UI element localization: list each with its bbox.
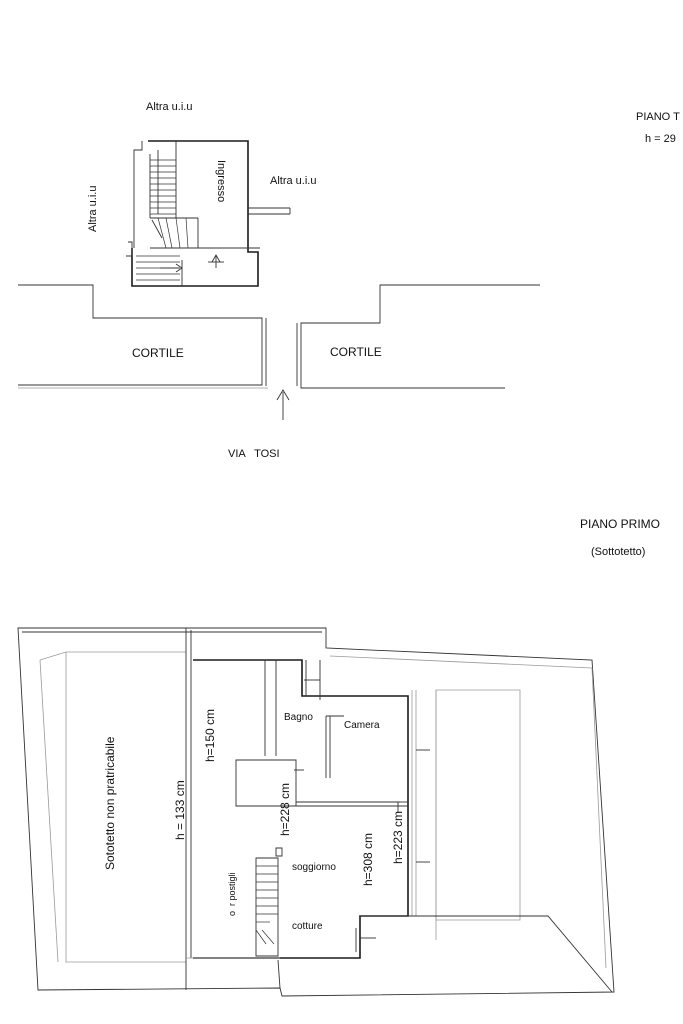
- label-ingresso: Ingresso: [215, 160, 227, 202]
- first-floor-stairs: [255, 847, 283, 957]
- ground-floor-stairs: [136, 150, 189, 281]
- label-h228: h=228 cm: [278, 783, 292, 836]
- label-camera: Camera: [344, 720, 380, 731]
- level-marker-symbol: [208, 254, 224, 268]
- label-altra-left: Altra u.i.u: [87, 186, 99, 232]
- ground-floor-unit-walls: [126, 140, 291, 287]
- label-h223: h=223 cm: [391, 811, 405, 864]
- first-floor-title: PIANO PRIMO: [580, 517, 660, 531]
- ground-floor-title: PIANO T: [636, 111, 680, 123]
- first-floor-rooms: [186, 659, 613, 993]
- courtyard-walls: [18, 284, 540, 389]
- label-cortile-left: CORTILE: [132, 346, 184, 360]
- ground-floor-height: h = 29: [645, 133, 676, 145]
- first-floor-outline: [17, 627, 615, 997]
- label-bagno: Bagno: [284, 712, 313, 723]
- first-floor-plan: PIANO PRIMO (Sottotetto): [17, 517, 660, 997]
- label-sottotetto: Sototetto non pratricabile: [103, 736, 117, 870]
- ground-floor-plan: Altra u.i.u Altra u.i.u Altra u.i.u Ingr…: [18, 101, 680, 460]
- label-altra-right: Altra u.i.u: [270, 175, 316, 187]
- label-postigli: o r postigli: [227, 872, 237, 916]
- first-floor-subtitle: (Sottotetto): [591, 546, 645, 558]
- label-h150: h=150 cm: [203, 709, 217, 762]
- label-cortile-right: CORTILE: [330, 345, 382, 359]
- entrance-arrow-icon: [276, 389, 290, 420]
- label-h133: h = 133 cm: [173, 780, 187, 840]
- label-h308: h=308 cm: [361, 833, 375, 886]
- label-cotture: cotture: [292, 921, 323, 932]
- label-street: VIA TOSI: [228, 448, 280, 460]
- label-altra-top: Altra u.i.u: [146, 101, 192, 113]
- label-soggiorno: soggiorno: [292, 862, 336, 873]
